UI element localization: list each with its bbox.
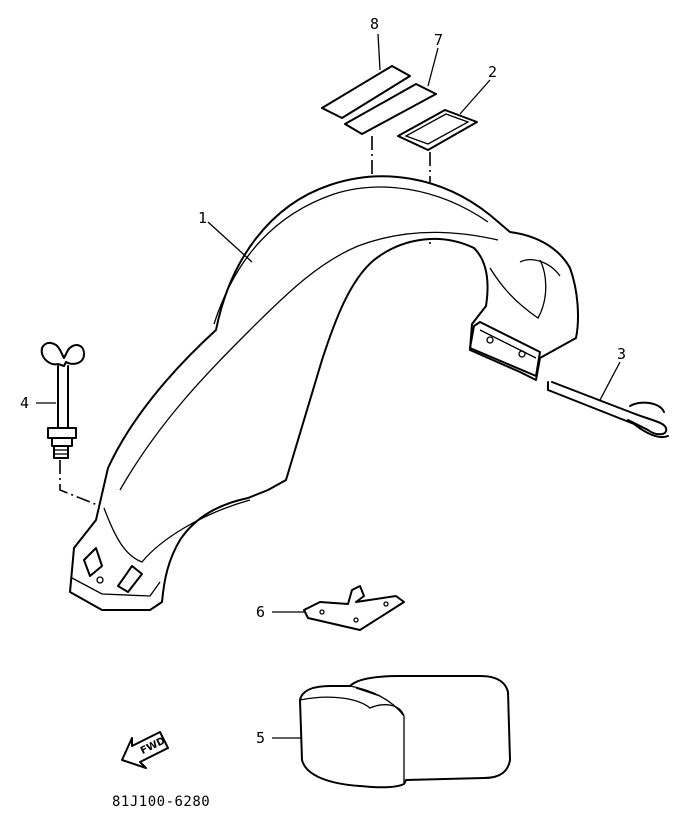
decal-7 bbox=[344, 83, 437, 135]
callout-1: 1 bbox=[198, 209, 208, 227]
callout-2: 2 bbox=[488, 63, 498, 81]
leader-2 bbox=[459, 79, 491, 115]
leader-8 bbox=[377, 33, 381, 71]
callout-8: 8 bbox=[370, 15, 380, 33]
callout-7: 7 bbox=[434, 31, 444, 49]
leader-3 bbox=[599, 361, 621, 401]
emblem-2 bbox=[397, 109, 478, 151]
diagram-code: 81J100-6280 bbox=[112, 794, 211, 810]
callout-4: 4 bbox=[20, 394, 30, 412]
callout-6: 6 bbox=[256, 603, 266, 621]
callout-5: 5 bbox=[256, 729, 266, 747]
bracket-6 bbox=[303, 585, 405, 631]
forward-arrow: FWD bbox=[121, 731, 169, 769]
callout-3: 3 bbox=[617, 345, 627, 363]
decal-8 bbox=[321, 65, 411, 119]
leader-1 bbox=[207, 221, 253, 263]
rod-3 bbox=[547, 381, 669, 438]
fender-1 bbox=[69, 175, 579, 611]
wing-bolt-4 bbox=[40, 342, 85, 459]
leader-7 bbox=[427, 47, 439, 87]
cover-5 bbox=[299, 675, 511, 789]
